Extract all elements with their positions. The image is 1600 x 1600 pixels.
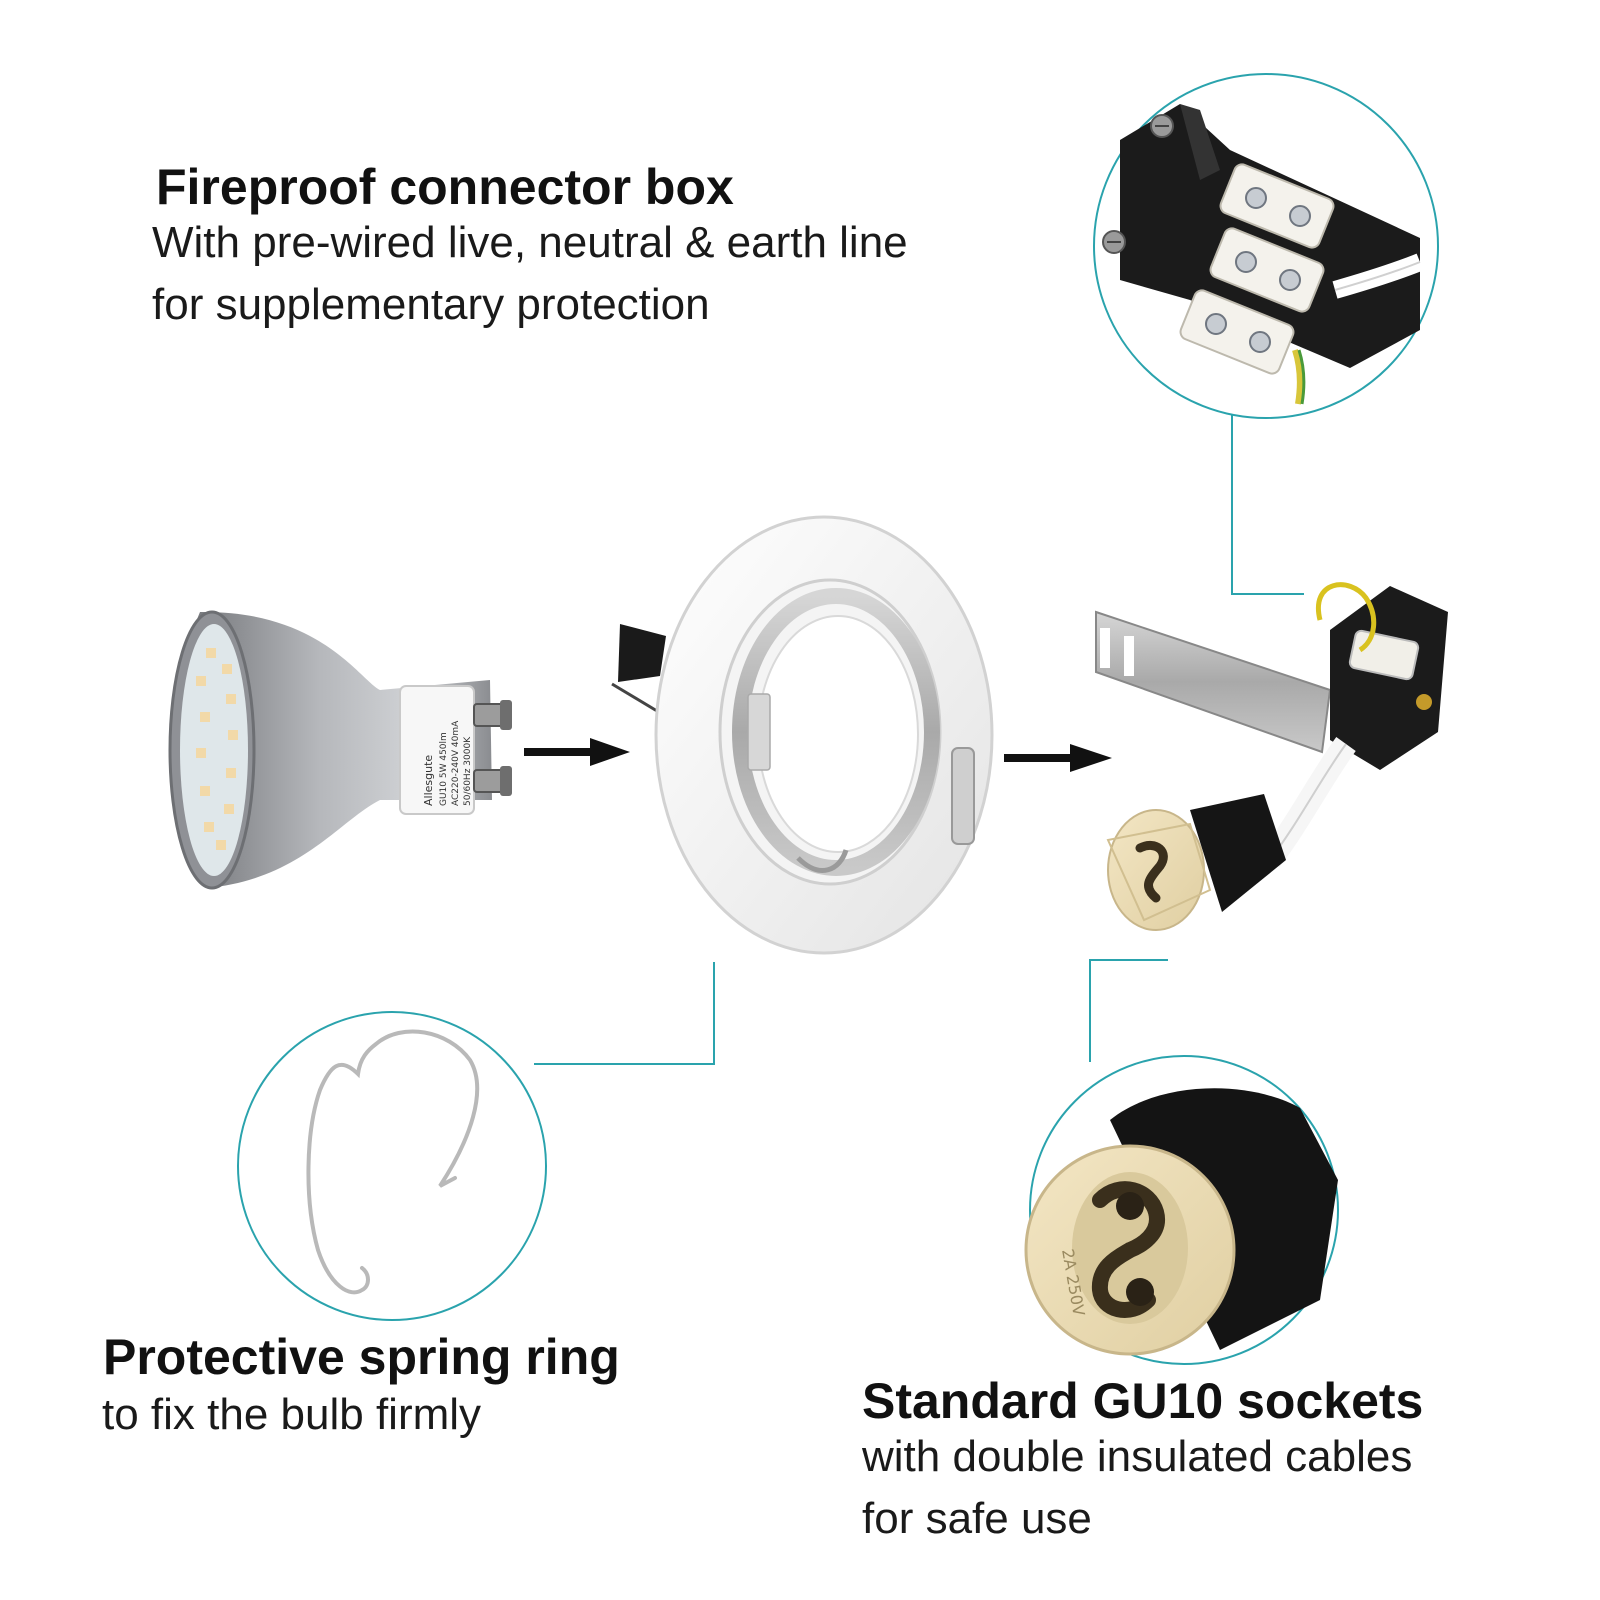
led-bulb: Allesgute GU10 5W 450lm AC220-240V 40mA … — [168, 610, 512, 890]
arrow-ring-to-socket — [1004, 744, 1112, 772]
spring-ring-title: Protective spring ring — [103, 1329, 620, 1385]
connector-box-desc-line2: for supplementary protection — [152, 280, 710, 329]
bulb-spec-2: AC220-240V 40mA — [451, 720, 461, 806]
bulb-spec-3: 50/60Hz 3000K — [463, 736, 473, 806]
callout-line-gu10-socket — [1089, 959, 1168, 1062]
gu10-sockets-title: Standard GU10 sockets — [862, 1373, 1424, 1429]
connector-box-title: Fireproof connector box — [156, 159, 734, 215]
callout-lines — [534, 402, 1304, 1065]
downlight-frame — [611, 515, 994, 955]
spring-ring-wire — [306, 1029, 480, 1295]
spring-ring-desc-line1: to fix the bulb firmly — [102, 1390, 482, 1439]
gu10-socket-closeup: 2A 250V — [1024, 1088, 1338, 1356]
arrow-bulb-to-ring — [524, 738, 630, 766]
bulb-spec-1: GU10 5W 450lm — [439, 732, 449, 806]
callout-line-spring-ring — [534, 962, 715, 1065]
bulb-brand-text: Allesgute — [422, 755, 435, 806]
connector-box-desc-line1: With pre-wired live, neutral & earth lin… — [152, 218, 908, 267]
bulb-pins — [473, 700, 512, 796]
callout-circle-spring-ring — [237, 1011, 547, 1321]
connector-box-closeup — [1102, 104, 1424, 405]
gu10-sockets-desc-line1: with double insulated cables — [862, 1432, 1413, 1481]
socket-assembly — [1095, 582, 1448, 931]
callout-line-connector-box — [1231, 402, 1304, 595]
gu10-sockets-desc-line2: for safe use — [862, 1494, 1092, 1543]
